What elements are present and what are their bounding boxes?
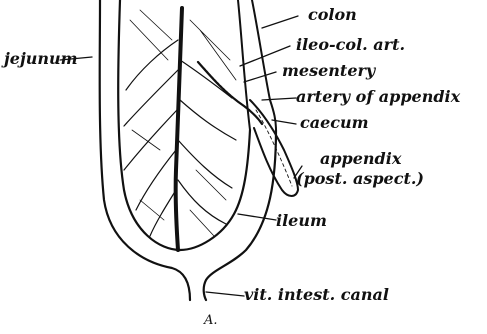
label-vitelline-canal: vit. intest. canal [244,285,389,304]
label-colon: colon [308,5,357,24]
labels: jejunum colon ileo-col. art. mesentery a… [1,5,461,328]
label-appendix: appendix [320,149,402,168]
label-mesentery: mesentery [282,61,377,80]
label-jejunum: jejunum [1,49,78,68]
label-ileum: ileum [276,211,327,230]
figure-caption: A. [203,313,218,328]
label-artery-of-appendix: artery of appendix [296,87,461,106]
label-ileocolic-artery: ileo-col. art. [296,35,405,54]
label-caecum: caecum [300,113,369,132]
label-appendix-aspect: (post. aspect.) [296,169,424,188]
